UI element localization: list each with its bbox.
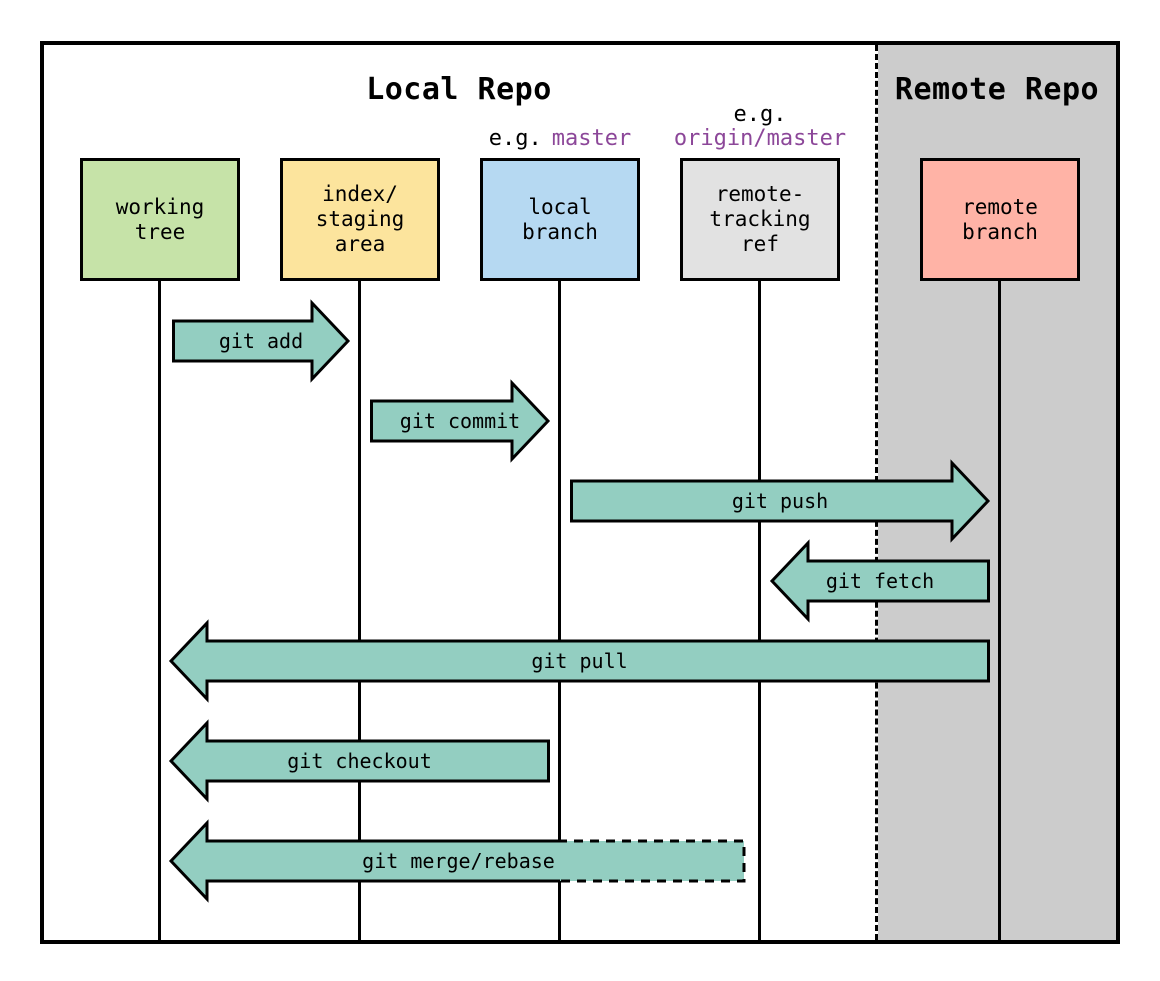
lifeline-working-tree — [158, 281, 161, 940]
git-add-arrow-label: git add — [218, 329, 304, 353]
remote-repo-title: Remote Repo — [894, 72, 1100, 107]
box-label-line: area — [334, 232, 386, 256]
git-pull-arrow-label: git pull — [531, 649, 628, 673]
arrow-left-outline — [168, 819, 560, 903]
index-staging-area-box: index/ staging area — [280, 158, 440, 281]
example-ref-origin-master: origin/master — [673, 126, 847, 151]
git-add-arrow — [172, 299, 351, 383]
box-label-line: tree — [134, 219, 186, 244]
lifeline-remote-branch — [998, 281, 1001, 940]
local-repo-title: Local Repo — [366, 72, 552, 107]
lifeline-local-branch — [558, 281, 561, 940]
box-label-line: ref — [741, 232, 779, 256]
example-prefix: e.g. — [488, 126, 542, 151]
box-label-line: remote — [962, 194, 1038, 219]
arrow-right-shape — [370, 379, 551, 463]
box-label-line: index/ — [322, 182, 398, 206]
lifeline-index-staging-area — [358, 281, 361, 940]
arrow-right-shape — [570, 459, 991, 543]
box-label-line: remote- — [715, 182, 805, 206]
box-label-line: tracking — [709, 207, 811, 231]
local-branch-example-label: e.g. master — [480, 127, 640, 151]
box-label-line: local — [528, 194, 592, 219]
git-push-arrow-label: git push — [731, 489, 829, 513]
git-commit-arrow — [370, 379, 551, 463]
box-label-line: working — [115, 194, 205, 219]
remote-tracking-ref-box: remote- tracking ref — [680, 158, 840, 281]
arrow-left-shape — [769, 539, 990, 623]
arrow-left-shape — [168, 719, 550, 803]
git-fetch-arrow — [769, 539, 990, 623]
box-label-line: branch — [522, 219, 598, 244]
box-label-line: branch — [962, 219, 1038, 244]
example-ref-master: master — [551, 126, 632, 151]
git-push-arrow — [570, 459, 991, 543]
arrow-right-shape — [172, 299, 351, 383]
arrow-left-shape — [168, 619, 990, 703]
git-checkout-arrow — [168, 719, 550, 803]
git-commit-arrow-label: git commit — [399, 409, 521, 433]
git-merge-rebase-arrow-label: git merge/rebase — [362, 849, 555, 873]
working-tree-box: working tree — [80, 158, 240, 281]
lifeline-remote-tracking-ref — [758, 281, 761, 940]
git-checkout-arrow-label: git checkout — [287, 749, 432, 773]
example-prefix: e.g. — [733, 102, 787, 127]
local-branch-box: local branch — [480, 158, 640, 281]
remote-tracking-example-label: e.g. origin/master — [660, 103, 860, 151]
git-pull-arrow — [168, 619, 990, 703]
git-fetch-arrow-label: git fetch — [825, 569, 935, 593]
box-label-line: staging — [315, 207, 405, 231]
git-merge-rebase-arrow — [168, 819, 746, 903]
remote-branch-box: remote branch — [920, 158, 1080, 281]
